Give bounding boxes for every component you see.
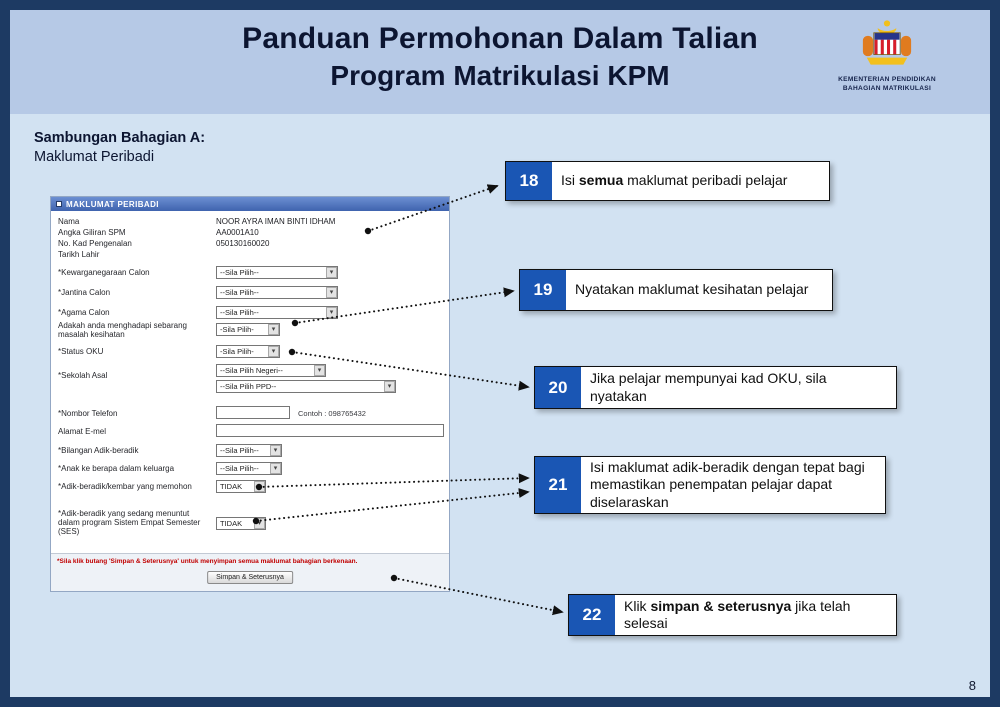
dropdown-arrow-icon: ▾ (268, 346, 279, 357)
section-heading-line-1: Sambungan Bahagian A: (34, 130, 206, 146)
dropdown-arrow-icon: ▾ (384, 381, 395, 392)
label-angka-giliran: Angka Giliran SPM (58, 228, 126, 237)
title-line-2: Program Matrikulasi KPM (330, 60, 670, 91)
label-sekolah-asal: *Sekolah Asal (58, 371, 108, 380)
bilangan-adik-beradik-select[interactable]: --Sila Pilih-- ▾ (216, 444, 282, 457)
kewarganegaraan-select[interactable]: --Sila Pilih-- ▾ (216, 266, 338, 279)
selected-option: --Sila Pilih-- (220, 288, 259, 297)
callout-19: 19 Nyatakan maklumat kesihatan pelajar (519, 269, 833, 311)
dropdown-arrow-icon: ▾ (270, 445, 281, 456)
callout-22: 22 Klik simpan & seterusnya jika telah s… (568, 594, 897, 636)
callout-number: 20 (535, 367, 581, 408)
jantina-select[interactable]: --Sila Pilih-- ▾ (216, 286, 338, 299)
ministry-logo-block: KEMENTERIAN PENDIDIKAN BAHAGIAN MATRIKUL… (812, 18, 962, 94)
form-header: MAKLUMAT PERIBADI (51, 197, 449, 211)
label-ses: *Adik-beradik yang sedang menuntut dalam… (58, 509, 201, 537)
title-line-1: Panduan Permohonan Dalam Talian (242, 22, 758, 55)
dropdown-arrow-icon: ▾ (268, 324, 279, 335)
ses-select[interactable]: TIDAK ▾ (216, 517, 266, 530)
dropdown-arrow-icon: ▾ (254, 481, 265, 492)
label-masalah-kesihatan: Adakah anda menghadapi sebarang masalah … (58, 321, 187, 340)
value-kad-pengenalan: 050130160020 (216, 239, 270, 248)
label-alamat-emel: Alamat E-mel (58, 427, 107, 436)
nombor-telefon-input[interactable] (216, 406, 290, 419)
label-status-oku: *Status OKU (58, 347, 104, 356)
selected-option: -Sila Pilih- (220, 347, 254, 356)
selected-option: --Sila Pilih-- (220, 446, 259, 455)
page-number: 8 (968, 678, 976, 693)
selected-option: TIDAK (220, 519, 243, 528)
selected-option: -Sila Pilih- (220, 325, 254, 334)
form-screenshot: MAKLUMAT PERIBADI Nama NOOR AYRA IMAN BI… (50, 196, 450, 592)
header-band: Panduan Permohonan Dalam Talian Program … (10, 10, 990, 114)
label-agama: *Agama Calon (58, 308, 110, 317)
selected-option: --Sila Pilih-- (220, 308, 259, 317)
label-bilangan-adik-beradik: *Bilangan Adik-beradik (58, 446, 139, 455)
logo-caption: KEMENTERIAN PENDIDIKAN BAHAGIAN MATRIKUL… (812, 76, 962, 94)
label-tarikh-lahir: Tarikh Lahir (58, 250, 100, 259)
masalah-kesihatan-select[interactable]: -Sila Pilih- ▾ (216, 323, 280, 336)
telefon-hint: Contoh : 098765432 (298, 409, 366, 418)
callout-number: 22 (569, 595, 615, 635)
label-nama: Nama (58, 217, 80, 226)
selected-option: TIDAK (220, 482, 243, 491)
selected-option: --Sila Pilih Negeri-- (220, 366, 283, 375)
dropdown-arrow-icon: ▾ (254, 518, 265, 529)
callout-21: 21 Isi maklumat adik-beradik dengan tepa… (534, 456, 886, 514)
callout-text: Isi semua maklumat peribadi pelajar (561, 172, 788, 189)
sekolah-negeri-select[interactable]: --Sila Pilih Negeri-- ▾ (216, 364, 326, 377)
agama-select[interactable]: --Sila Pilih-- ▾ (216, 306, 338, 319)
callout-number: 21 (535, 457, 581, 513)
label-anak-ke-berapa: *Anak ke berapa dalam keluarga (58, 464, 175, 473)
callout-text: Jika pelajar mempunyai kad OKU, sila nya… (590, 370, 827, 404)
alamat-emel-input[interactable] (216, 424, 444, 437)
label-nombor-telefon: *Nombor Telefon (58, 409, 118, 418)
dropdown-arrow-icon: ▾ (270, 463, 281, 474)
anak-ke-berapa-select[interactable]: --Sila Pilih-- ▾ (216, 462, 282, 475)
callout-text: Isi maklumat adik-beradik dengan tepat b… (590, 459, 865, 510)
logo-caption-line-1: KEMENTERIAN PENDIDIKAN (838, 76, 936, 83)
callout-number: 18 (506, 162, 552, 200)
sekolah-ppd-select[interactable]: --Sila Pilih PPD-- ▾ (216, 380, 396, 393)
label-kad-pengenalan: No. Kad Pengenalan (58, 239, 132, 248)
selected-option: --Sila Pilih-- (220, 268, 259, 277)
dropdown-arrow-icon: ▾ (314, 365, 325, 376)
dropdown-arrow-icon: ▾ (326, 267, 337, 278)
callout-text: Nyatakan maklumat kesihatan pelajar (575, 281, 809, 298)
form-header-icon (56, 201, 62, 207)
simpan-seterusnya-button[interactable]: Simpan & Seterusnya (207, 571, 293, 584)
callout-number: 19 (520, 270, 566, 310)
selected-option: --Sila Pilih PPD-- (220, 382, 277, 391)
malaysia-coat-of-arms-icon (862, 20, 912, 65)
value-angka-giliran: AA0001A10 (216, 228, 259, 237)
value-nama: NOOR AYRA IMAN BINTI IDHAM (216, 217, 336, 226)
form-footer-note: *Sila klik butang 'Simpan & Seterusnya' … (57, 558, 358, 565)
callout-20: 20 Jika pelajar mempunyai kad OKU, sila … (534, 366, 897, 409)
label-adik-beradik-kembar: *Adik-beradik/kembar yang memohon (58, 482, 192, 491)
callout-18: 18 Isi semua maklumat peribadi pelajar (505, 161, 830, 201)
slide-title: Panduan Permohonan Dalam Talian Program … (10, 22, 990, 92)
label-kewarganegaraan: *Kewarganegaraan Calon (58, 268, 150, 277)
status-oku-select[interactable]: -Sila Pilih- ▾ (216, 345, 280, 358)
callout-text: Klik simpan & seterusnya jika telah sele… (624, 597, 851, 631)
section-heading-line-2: Maklumat Peribadi (34, 149, 155, 165)
logo-caption-line-2: BAHAGIAN MATRIKULASI (842, 84, 932, 92)
adik-beradik-kembar-select[interactable]: TIDAK ▾ (216, 480, 266, 493)
form-footer: *Sila klik butang 'Simpan & Seterusnya' … (51, 553, 449, 591)
form-header-title: MAKLUMAT PERIBADI (66, 199, 159, 209)
dropdown-arrow-icon: ▾ (326, 307, 337, 318)
selected-option: --Sila Pilih-- (220, 464, 259, 473)
label-jantina: *Jantina Calon (58, 288, 111, 297)
section-heading: Sambungan Bahagian A: Maklumat Peribadi (34, 130, 205, 165)
dropdown-arrow-icon: ▾ (326, 287, 337, 298)
